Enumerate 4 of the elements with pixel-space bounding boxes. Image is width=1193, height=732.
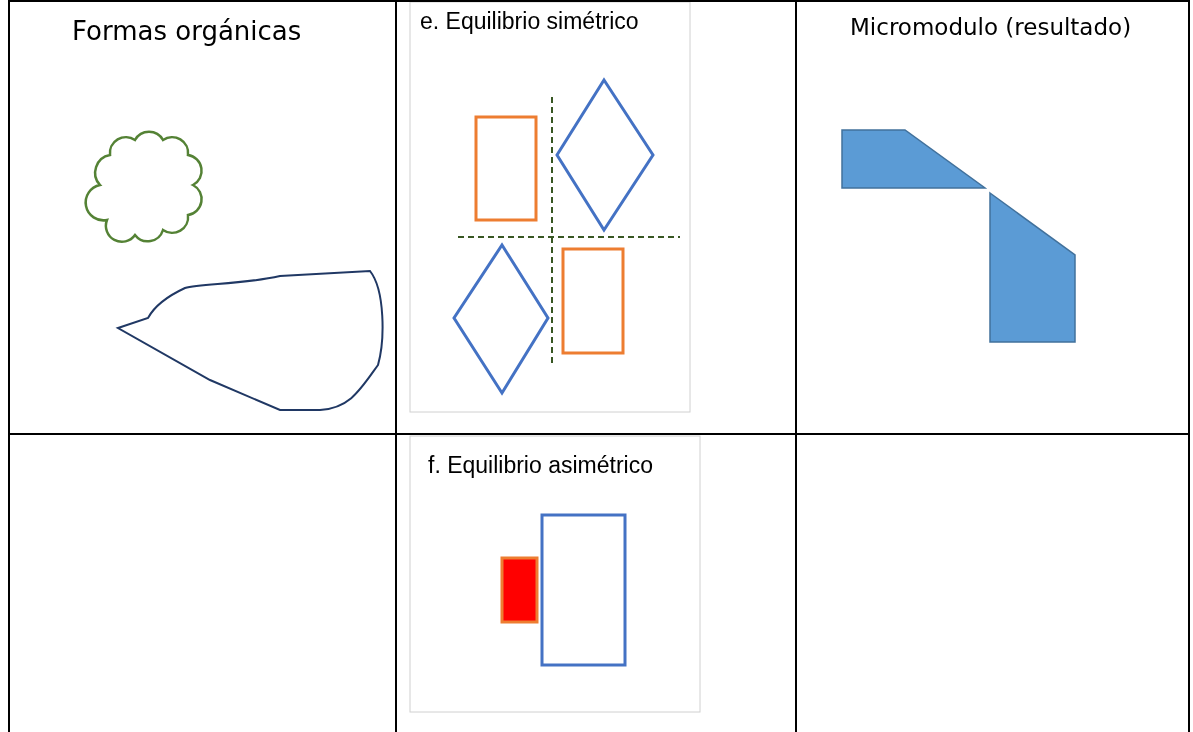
image-caption: e. Equilibrio simétrico [420, 8, 639, 35]
cell-heading: Micromodulo (resultado) [850, 14, 1132, 40]
image-caption: f. Equilibrio asimétrico [428, 452, 653, 479]
cell-heading: Formas orgánicas [72, 16, 302, 46]
